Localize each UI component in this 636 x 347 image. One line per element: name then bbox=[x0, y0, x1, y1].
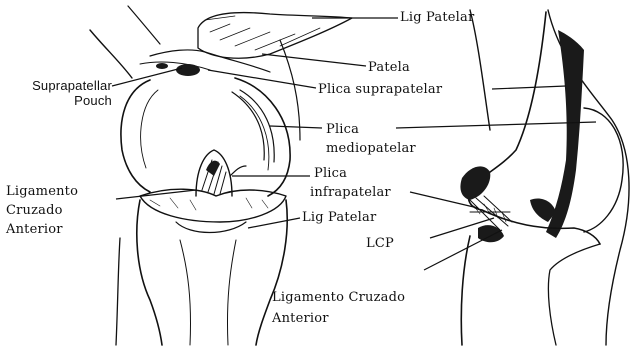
label-patela: Patela bbox=[368, 60, 410, 75]
label-plica-infrapatelar-line-2: infrapatelar bbox=[310, 185, 391, 200]
femur-outline-left bbox=[90, 30, 132, 78]
mediopatellar-plica bbox=[232, 90, 274, 162]
femur-posterior bbox=[470, 10, 490, 130]
leader-plica-mediopatelar bbox=[270, 126, 322, 128]
label-lig-patelar-top: Lig Patelar bbox=[400, 10, 474, 25]
label-acl-left: Ligamento Cruzado Anterior bbox=[6, 184, 78, 237]
femur-outline-top bbox=[128, 6, 160, 44]
patella-sagittal bbox=[584, 108, 623, 232]
label-plica-mediopatelar: Plica mediopatelar bbox=[326, 122, 416, 156]
reflected-patella-hatch bbox=[205, 16, 320, 50]
reflected-patella bbox=[198, 13, 352, 59]
label-acl-left-line-3: Anterior bbox=[6, 222, 78, 237]
meniscus-texture bbox=[150, 198, 268, 210]
label-suprapatellar-pouch: Suprapatellar Pouch bbox=[4, 78, 112, 108]
medial-condyle-outline bbox=[121, 80, 150, 192]
leader-patela bbox=[262, 54, 366, 66]
tibia-sagittal bbox=[461, 236, 470, 345]
suprapatellar-pouch-shade-small bbox=[156, 63, 168, 69]
label-suprapatellar-pouch-line-1: Suprapatellar bbox=[4, 78, 112, 93]
cruciate-ligaments bbox=[470, 196, 512, 230]
suprapatellar-pouch-shade bbox=[176, 64, 200, 76]
label-acl-bottom-line-2: Anterior bbox=[272, 311, 405, 326]
tibia-inner-line bbox=[180, 240, 236, 345]
infrapatellar-plica bbox=[230, 166, 246, 176]
label-acl-bottom: Ligamento Cruzado Anterior bbox=[272, 290, 405, 326]
notch-shading bbox=[206, 161, 220, 176]
medial-condyle-inner bbox=[141, 90, 158, 168]
fibula-left bbox=[116, 238, 120, 345]
label-plica-mediopatelar-line-2: mediopatelar bbox=[326, 141, 416, 156]
label-plica-infrapatelar: Plica infrapatelar bbox=[310, 166, 391, 200]
leader-suprapatellar-pouch bbox=[112, 68, 182, 86]
right-knee-view bbox=[460, 10, 629, 345]
label-acl-left-line-2: Cruzado bbox=[6, 203, 78, 218]
label-lcp: LCP bbox=[366, 236, 394, 251]
leader-plica-suprapatelar-right bbox=[492, 86, 566, 89]
label-acl-left-line-1: Ligamento bbox=[6, 184, 78, 199]
label-plica-mediopatelar-line-1: Plica bbox=[326, 122, 416, 137]
quadriceps-fold bbox=[150, 50, 270, 72]
skin-outline bbox=[548, 10, 629, 345]
joint-space-shade bbox=[460, 166, 490, 200]
tibia-anterior bbox=[548, 244, 600, 345]
leader-plica-suprapatelar bbox=[208, 70, 316, 88]
label-acl-bottom-line-1: Ligamento Cruzado bbox=[272, 290, 405, 305]
label-plica-suprapatelar: Plica suprapatelar bbox=[318, 82, 442, 97]
tibia-outline-left bbox=[137, 200, 162, 345]
label-suprapatellar-pouch-line-2: Pouch bbox=[4, 93, 112, 108]
patellar-tendon-lower bbox=[176, 222, 246, 233]
label-lig-patelar-bottom: Lig Patelar bbox=[302, 210, 376, 225]
leader-lig-patelar-bottom bbox=[248, 218, 300, 228]
label-plica-infrapatelar-line-1: Plica bbox=[310, 166, 391, 181]
leader-plica-mediopatelar-right bbox=[396, 122, 596, 128]
femur-outline-right bbox=[280, 40, 300, 140]
